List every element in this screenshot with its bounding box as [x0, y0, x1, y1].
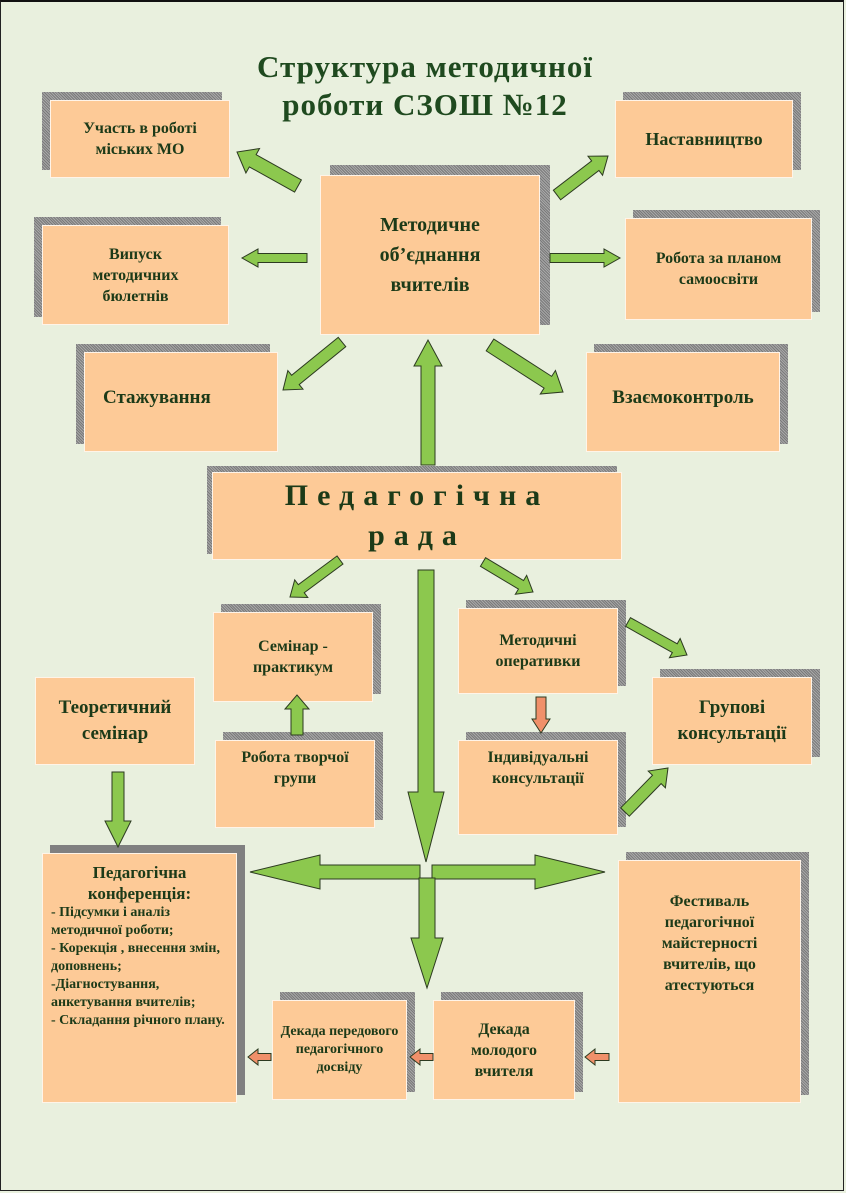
box-metod-obiednannia: Методичне об’єднання вчителів [320, 175, 540, 335]
box-indyvidualni: Індивідуальні консультації [458, 740, 618, 835]
box-uchast: Участь в роботі міських МО [50, 100, 230, 178]
arrow-icon [620, 767, 669, 817]
arrow-icon [407, 569, 445, 863]
arrow-icon [282, 336, 347, 391]
arrow-icon [549, 248, 622, 268]
box-vzaiemokontrol: Взаємоконтроль [586, 352, 780, 452]
page-title: Структура методичної роботи СЗОШ №12 [150, 48, 700, 124]
arrow-icon [247, 1047, 272, 1067]
box-operatyvky: Методичні оперативки [458, 608, 618, 694]
arrow-icon [240, 248, 308, 268]
arrow-icon [552, 155, 609, 201]
arrow-icon [624, 616, 688, 659]
box-hrupovi: Групові консультації [652, 677, 812, 765]
box-tvorcha-hrupa: Робота творчої групи [215, 740, 375, 828]
box-stazhuvannia: Стажування [84, 352, 278, 452]
arrow-icon [413, 338, 443, 466]
arrow-icon [479, 557, 534, 595]
box-ped-rada: Педагогічна рада [212, 472, 622, 560]
arrow-icon [584, 1047, 610, 1067]
arrow-icon [531, 696, 551, 734]
box-vypusk: Випуск методичних бюлетнів [42, 225, 229, 325]
konferentsiia-item: - Підсумки і аналіз методичної роботи; [51, 905, 174, 938]
arrow-icon [485, 338, 564, 395]
box-teoretychnyi: Теоретичний семінар [35, 677, 195, 765]
box-festyval: Фестиваль педагогічної майстерності вчит… [618, 860, 801, 1103]
arrow-icon [289, 555, 344, 599]
konferentsiia-heading: Педагогічна конференція: [87, 863, 192, 903]
arrow-icon [410, 877, 444, 990]
box-nastavnytstvo: Наставництво [615, 100, 793, 178]
arrow-icon [249, 854, 421, 890]
konferentsiia-item: -Діагностування, анкетування вчителів; [51, 977, 196, 1010]
arrow-icon [236, 147, 303, 193]
title-line-1: Структура методичної [257, 49, 593, 84]
konferentsiia-item: - Складання річного плану. [51, 1013, 225, 1028]
arrow-icon [104, 771, 132, 849]
konferentsiia-item: - Корекція , внесення змін, доповнень; [51, 941, 220, 974]
arrow-icon [431, 854, 606, 890]
arrow-icon [409, 1047, 434, 1067]
box-dekada-molodoho: Декада молодого вчителя [433, 1000, 575, 1100]
box-konferentsiia: Педагогічна конференція: - Підсумки і ан… [42, 853, 237, 1103]
box-samoosvita: Робота за планом самоосвіти [625, 218, 812, 320]
title-line-2: роботи СЗОШ №12 [282, 87, 568, 122]
box-dekada-peredovoho: Декада передового педагогічного досвіду [272, 1000, 407, 1100]
arrow-icon [283, 694, 311, 736]
